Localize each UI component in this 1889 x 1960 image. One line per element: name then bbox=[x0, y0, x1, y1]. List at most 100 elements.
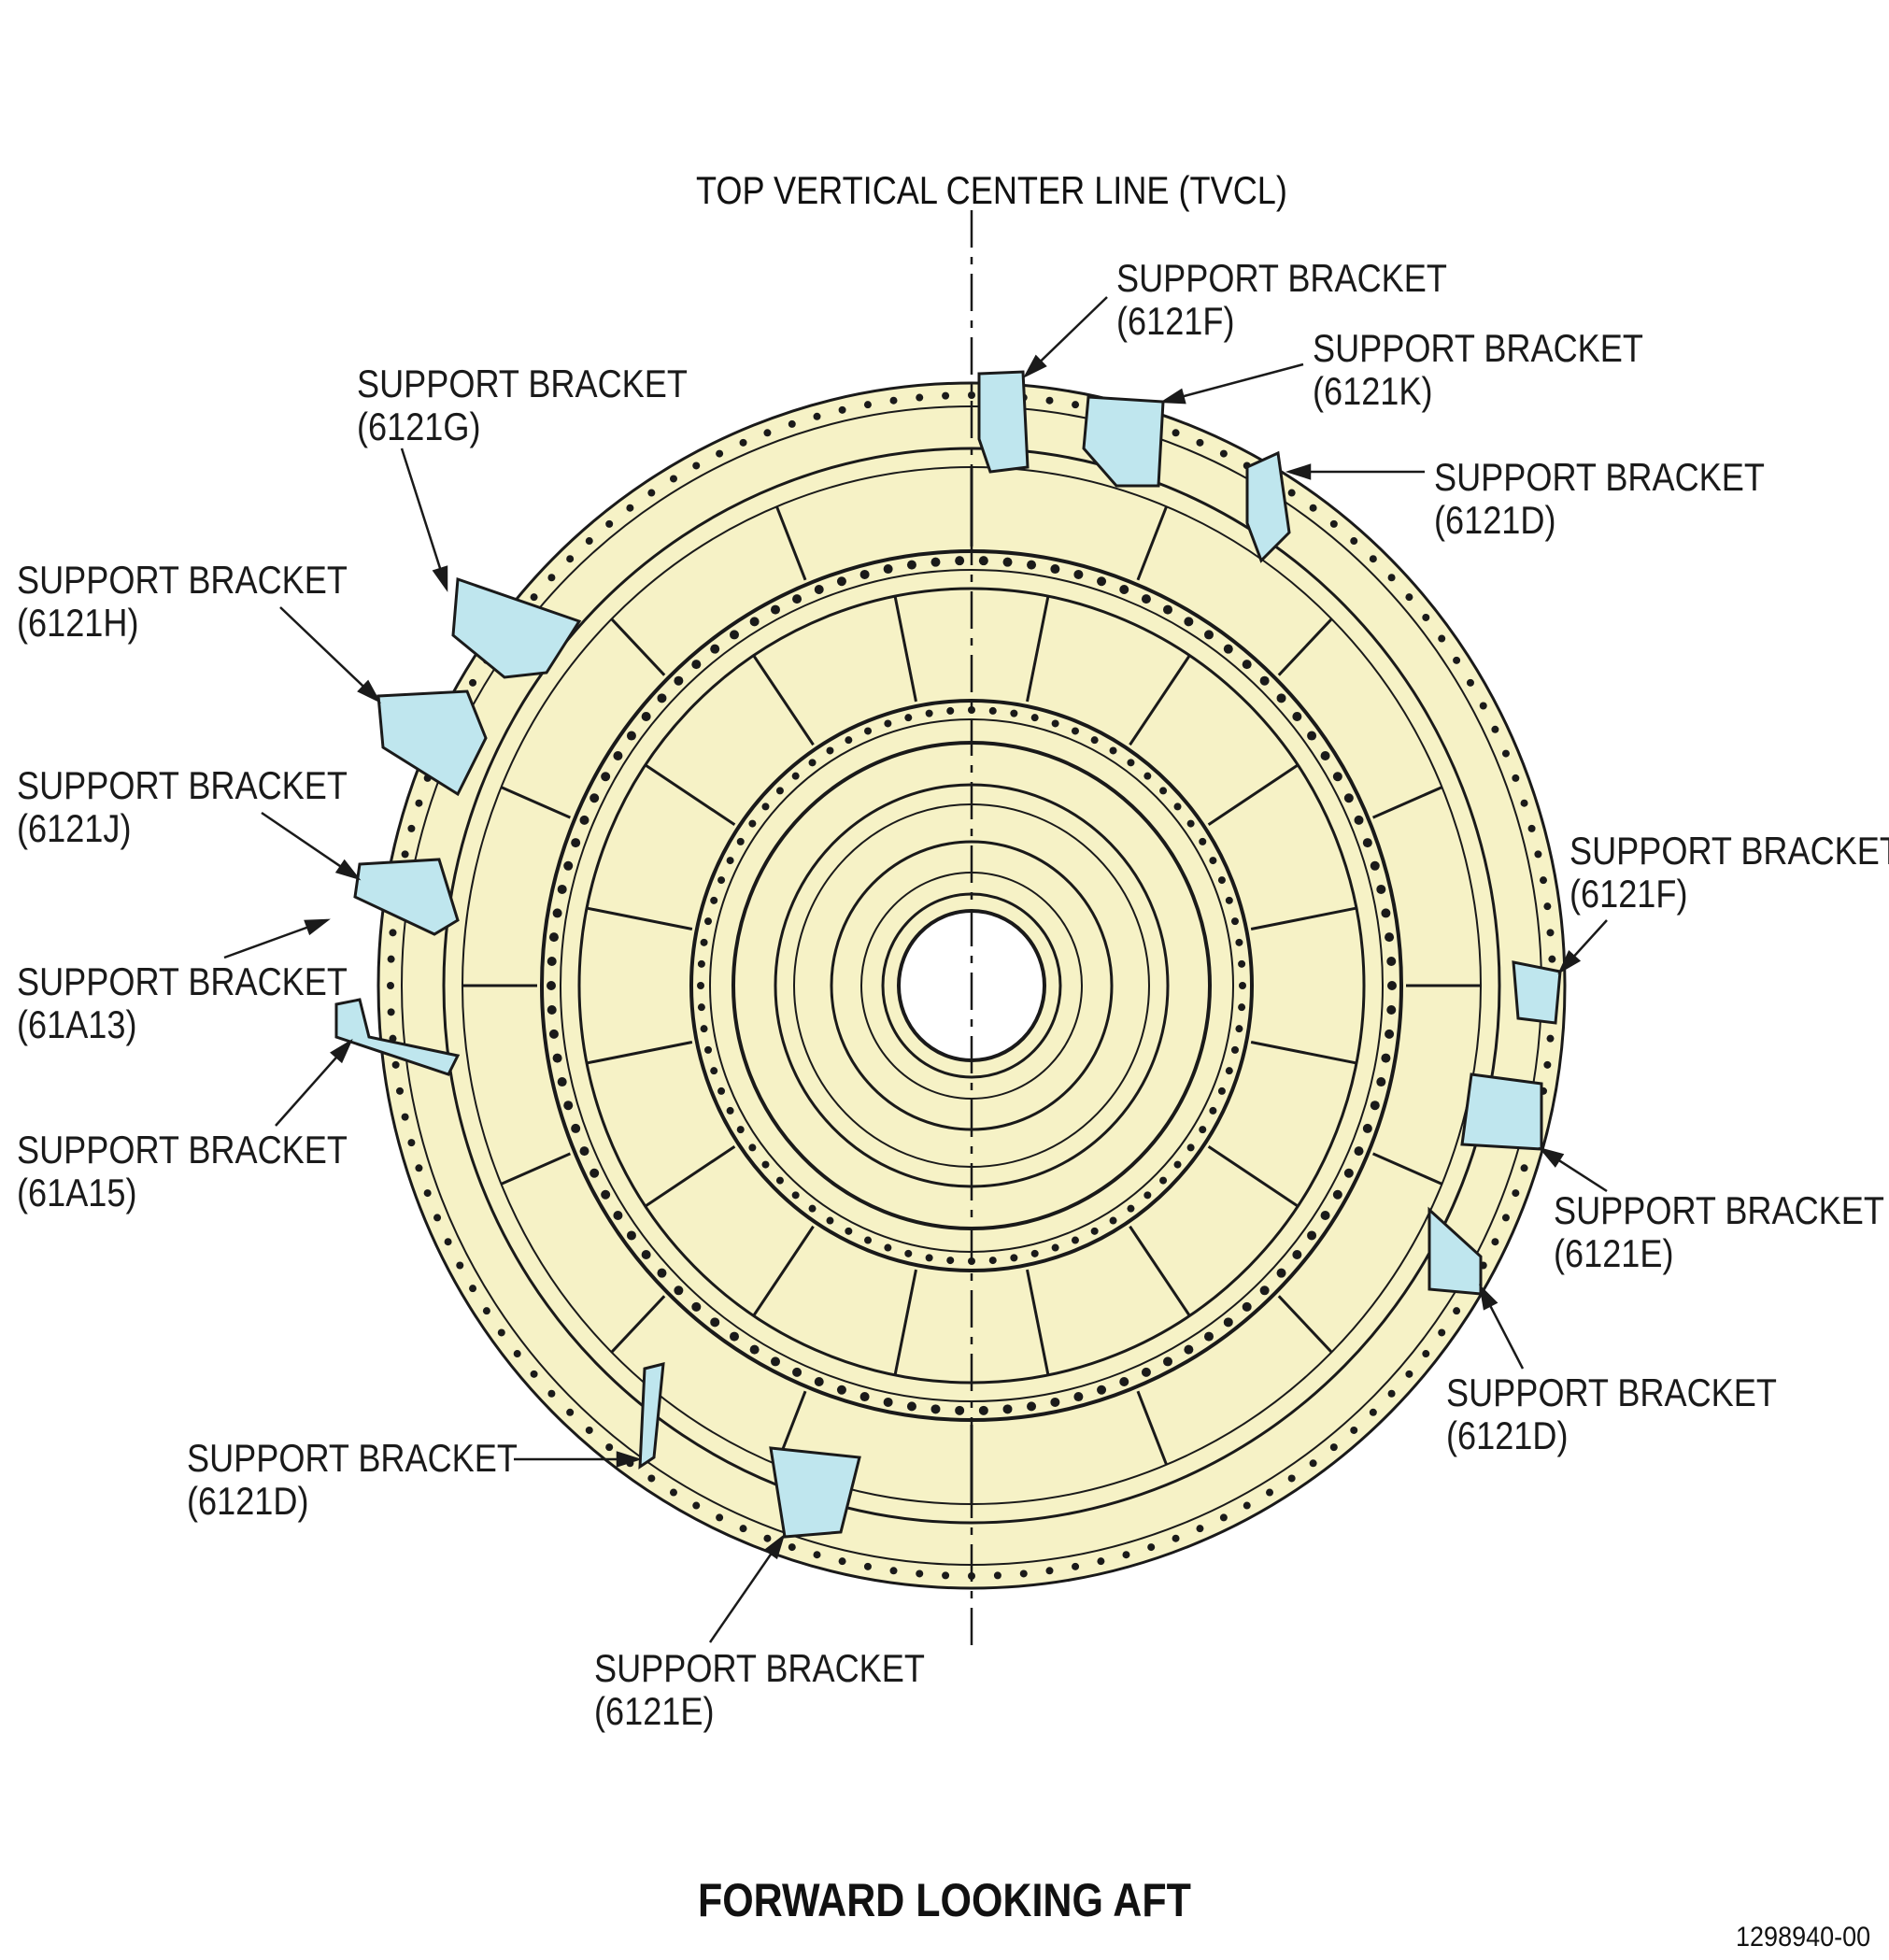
panel-spoke bbox=[1207, 1144, 1300, 1208]
leader-arrowhead bbox=[616, 1451, 643, 1468]
panel-spoke bbox=[586, 1041, 693, 1065]
bolt-hole bbox=[988, 1257, 997, 1265]
bolt-hole bbox=[889, 1567, 898, 1575]
bolt-hole bbox=[697, 1003, 705, 1012]
bolt-hole bbox=[1362, 838, 1372, 848]
support-bracket-plate bbox=[1082, 395, 1165, 488]
bolt-hole bbox=[1219, 1513, 1228, 1522]
bolt-hole bbox=[838, 405, 846, 414]
bolt-hole bbox=[1243, 1501, 1251, 1510]
bolt-hole bbox=[946, 1257, 955, 1265]
bolt-hole bbox=[864, 1236, 873, 1244]
bolt-hole bbox=[838, 1557, 846, 1566]
bolt-hole bbox=[704, 917, 713, 926]
callout-part-number: (6121J) bbox=[17, 806, 132, 850]
support-bracket-plate bbox=[376, 689, 488, 797]
bolt-hole bbox=[946, 706, 955, 715]
bolt-hole bbox=[1010, 709, 1018, 717]
bolt-hole bbox=[626, 1230, 636, 1241]
bolt-hole bbox=[770, 604, 780, 615]
bolt-hole bbox=[1376, 1077, 1386, 1087]
bolt-hole bbox=[1071, 727, 1079, 735]
frame-spoke bbox=[500, 786, 572, 819]
callout-title: SUPPORT BRACKET bbox=[1434, 455, 1765, 499]
bolt-hole bbox=[647, 1474, 656, 1483]
callout-part-number: (6121E) bbox=[1554, 1231, 1674, 1275]
callout-title: SUPPORT BRACKET bbox=[357, 362, 688, 405]
callout-part-number: (6121K) bbox=[1313, 369, 1433, 413]
bolt-hole bbox=[1030, 1249, 1039, 1257]
bolt-hole bbox=[1199, 1126, 1207, 1134]
bolt-hole bbox=[1072, 401, 1080, 409]
bolt-hole bbox=[1141, 1367, 1151, 1377]
callout-title: SUPPORT BRACKET bbox=[1313, 326, 1643, 370]
bolt-hole bbox=[1073, 1392, 1084, 1402]
bolt-hole bbox=[1453, 656, 1461, 664]
bolt-hole bbox=[692, 462, 701, 470]
bolt-hole bbox=[864, 727, 873, 735]
callout-title: SUPPORT BRACKET bbox=[1446, 1371, 1777, 1414]
view-title: FORWARD LOOKING AFT bbox=[698, 1874, 1191, 1926]
callout-part-number: (6121D) bbox=[187, 1479, 309, 1523]
bolt-hole bbox=[626, 731, 636, 741]
bolt-hole bbox=[1050, 564, 1060, 575]
bolt-hole bbox=[770, 1356, 780, 1367]
bolt-hole bbox=[1235, 1025, 1243, 1033]
bolt-hole bbox=[605, 1443, 614, 1452]
bolt-hole bbox=[813, 412, 821, 420]
support-bracket-plate bbox=[1512, 960, 1562, 1025]
bolt-hole bbox=[1546, 1034, 1555, 1043]
callout-part-number: (6121D) bbox=[1446, 1413, 1569, 1457]
bolt-hole bbox=[1097, 576, 1107, 587]
support-bracket-plate bbox=[638, 1362, 665, 1470]
bolt-holes bbox=[387, 391, 1556, 1580]
bolt-hole bbox=[547, 1389, 556, 1398]
callout-part-number: (6121G) bbox=[357, 405, 481, 448]
bolt-hole bbox=[1173, 802, 1182, 811]
bolt-hole bbox=[1370, 860, 1380, 871]
bolt-hole bbox=[1276, 693, 1286, 703]
bolt-hole bbox=[626, 504, 634, 512]
bolt-hole bbox=[1199, 837, 1207, 845]
callout-6121g: SUPPORT BRACKET(6121G) bbox=[357, 362, 688, 448]
callout-part-number: (6121F) bbox=[1116, 299, 1235, 343]
bolt-hole bbox=[1386, 957, 1397, 967]
bolt-hole bbox=[1332, 772, 1342, 782]
bolt-hole bbox=[736, 837, 745, 845]
leader-arrowhead bbox=[304, 918, 331, 936]
bolt-hole bbox=[1362, 1123, 1372, 1133]
bolt-hole bbox=[613, 1210, 623, 1220]
bolt-hole bbox=[1520, 799, 1528, 807]
bolt-hole bbox=[859, 1392, 870, 1402]
bolt-hole bbox=[1370, 1101, 1380, 1111]
bolt-hole bbox=[904, 714, 913, 722]
bolt-hole bbox=[566, 555, 575, 563]
bolt-hole bbox=[942, 391, 950, 400]
bolt-hole bbox=[1309, 1459, 1317, 1468]
callout-6121d-lower-right: SUPPORT BRACKET(6121D) bbox=[1446, 1371, 1777, 1457]
bolt-hole bbox=[883, 1397, 893, 1407]
bolt-hole bbox=[1343, 1168, 1354, 1178]
panel-spoke bbox=[893, 595, 917, 703]
bolt-hole bbox=[1203, 630, 1214, 640]
callout-part-number: (6121E) bbox=[594, 1689, 715, 1733]
bolt-hole bbox=[1172, 429, 1180, 437]
bolt-hole bbox=[547, 1004, 557, 1015]
centerline-label: TOP VERTICAL CENTER LINE (TVCL) bbox=[696, 168, 1287, 212]
bolt-hole bbox=[710, 896, 718, 904]
bolt-hole bbox=[1354, 1146, 1364, 1157]
bolt-hole bbox=[669, 1488, 677, 1497]
bolt-hole bbox=[1184, 617, 1194, 627]
bolt-hole bbox=[906, 1401, 916, 1412]
bolt-hole bbox=[1453, 1307, 1461, 1315]
bolt-hole bbox=[407, 1139, 416, 1147]
bolt-hole bbox=[563, 1101, 574, 1111]
callout-title: SUPPORT BRACKET bbox=[17, 959, 348, 1003]
bolt-hole bbox=[736, 1126, 745, 1134]
figure-id: 1298940-00 bbox=[1735, 1922, 1870, 1953]
bolt-hole bbox=[748, 819, 757, 828]
leader-line bbox=[400, 447, 448, 589]
callout-part-number: (6121F) bbox=[1569, 872, 1688, 916]
bolt-hole bbox=[1230, 1045, 1239, 1054]
bolt-hole bbox=[906, 560, 916, 570]
